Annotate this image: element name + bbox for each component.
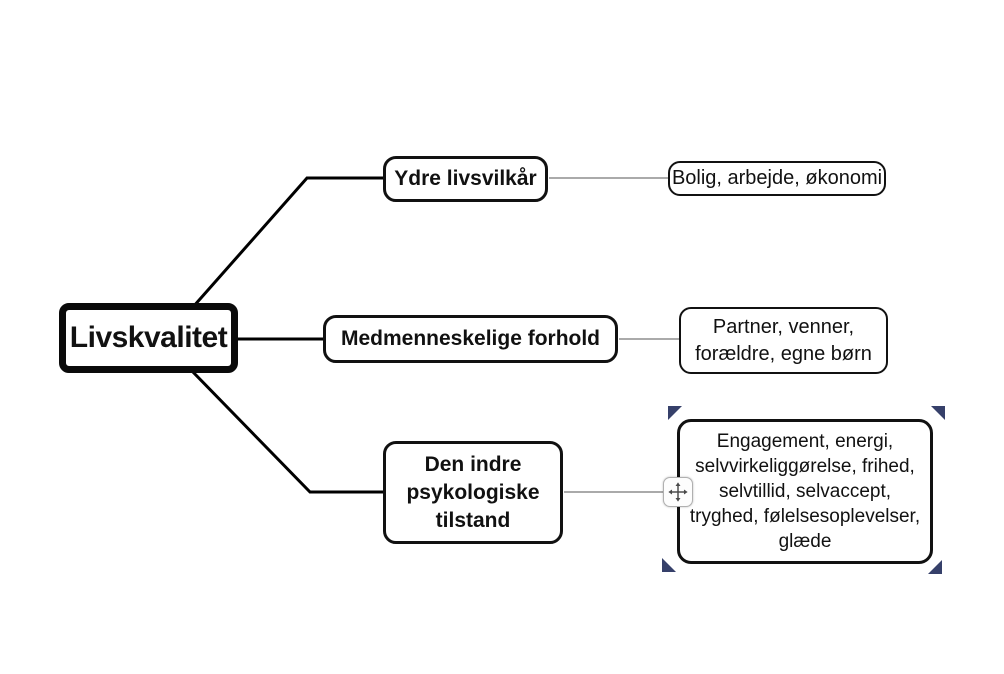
leaf-node-label-line: Engagement, energi, bbox=[716, 431, 894, 452]
leaf-node-label-line: selvtillid, selvaccept, bbox=[718, 481, 892, 502]
leaf-node-label-line: tryghed, følelsesoplevelser, bbox=[689, 506, 921, 527]
leaf-node-label: Bolig, arbejde, økonomi bbox=[671, 167, 883, 189]
branch-node-label-line: psykologiske bbox=[406, 480, 540, 504]
leaf-node-label-line: selvvirkeliggørelse, frihed, bbox=[695, 456, 915, 477]
branch-node-label: Medmenneskelige forhold bbox=[340, 327, 601, 350]
root-node-label: Livskvalitet bbox=[69, 321, 228, 354]
four-way-move-arrow-icon bbox=[668, 482, 688, 502]
leaf-node-engagement[interactable]: Engagement, energi, selvvirkeliggørelse,… bbox=[677, 419, 933, 564]
root-node-livskvalitet[interactable]: Livskvalitet bbox=[59, 303, 238, 373]
branch-node-den-indre-psykologiske-tilstand[interactable]: Den indre psykologiske tilstand bbox=[383, 441, 563, 544]
branch-node-label-line: Den indre bbox=[424, 452, 522, 476]
branch-node-ydre-livsvilkar[interactable]: Ydre livsvilkår bbox=[383, 156, 548, 202]
leaf-node-label-line: glæde bbox=[778, 531, 832, 552]
connector-root-to-indre bbox=[189, 368, 384, 494]
leaf-node-label-line: forældre, egne børn bbox=[695, 342, 872, 365]
connector-root-to-ydre bbox=[191, 176, 384, 308]
branch-node-label-line: tilstand bbox=[435, 508, 511, 532]
leaf-node-label-line: Partner, venner, bbox=[712, 315, 855, 338]
leaf-node-partner[interactable]: Partner, venner, forældre, egne børn bbox=[679, 307, 888, 374]
branch-node-medmenneskelige-forhold[interactable]: Medmenneskelige forhold bbox=[323, 315, 618, 363]
branch-node-label: Ydre livsvilkår bbox=[394, 167, 537, 190]
move-handle[interactable] bbox=[663, 477, 693, 507]
leaf-node-bolig[interactable]: Bolig, arbejde, økonomi bbox=[668, 161, 886, 196]
